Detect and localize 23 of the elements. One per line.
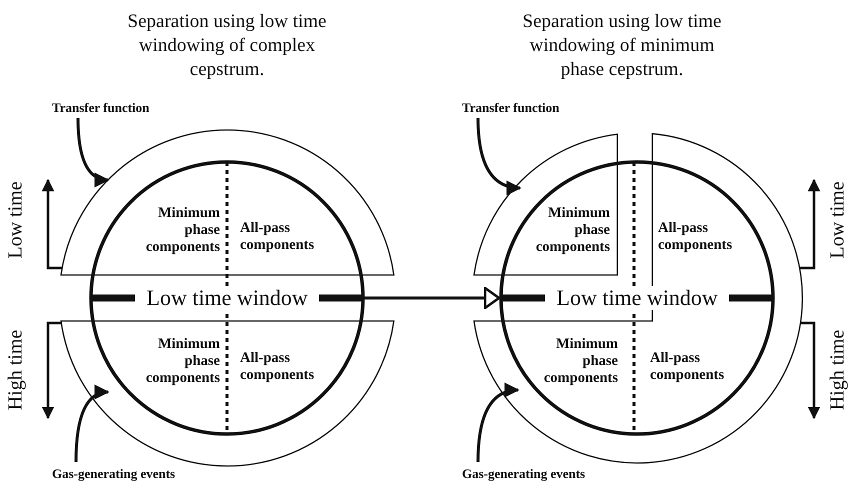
heading: Separation using low time windowing of complex cepstrum. <box>126 10 328 82</box>
region-label: All-pass components <box>240 350 316 384</box>
region-label: Minimum phase components <box>144 205 220 256</box>
callout-text: Transfer function <box>52 100 150 115</box>
leader-arrow <box>76 118 110 186</box>
axis-label: High time <box>826 330 848 410</box>
axis-label: High time <box>4 330 26 410</box>
callout-text: Gas-generating events <box>52 466 176 481</box>
region-label: All-pass components <box>658 220 734 254</box>
leader-arrow <box>476 384 520 462</box>
region-label: All-pass components <box>240 220 316 254</box>
region-label: Minimum phase components <box>144 336 220 387</box>
region-label: All-pass components <box>650 350 726 384</box>
region-label: Minimum phase components <box>534 205 610 256</box>
callout-text: Transfer function <box>462 100 560 115</box>
block-arrow <box>364 286 500 310</box>
leader-arrow <box>476 118 522 194</box>
heading: Separation using low time windowing of minimum phase cepstrum. <box>522 10 722 82</box>
leader-arrow <box>74 386 110 462</box>
axis-label: Low time <box>826 181 848 259</box>
region-label: Minimum phase components <box>542 336 618 387</box>
callout-text: Gas-generating events <box>462 466 586 481</box>
axis-label: Low time <box>4 181 26 259</box>
